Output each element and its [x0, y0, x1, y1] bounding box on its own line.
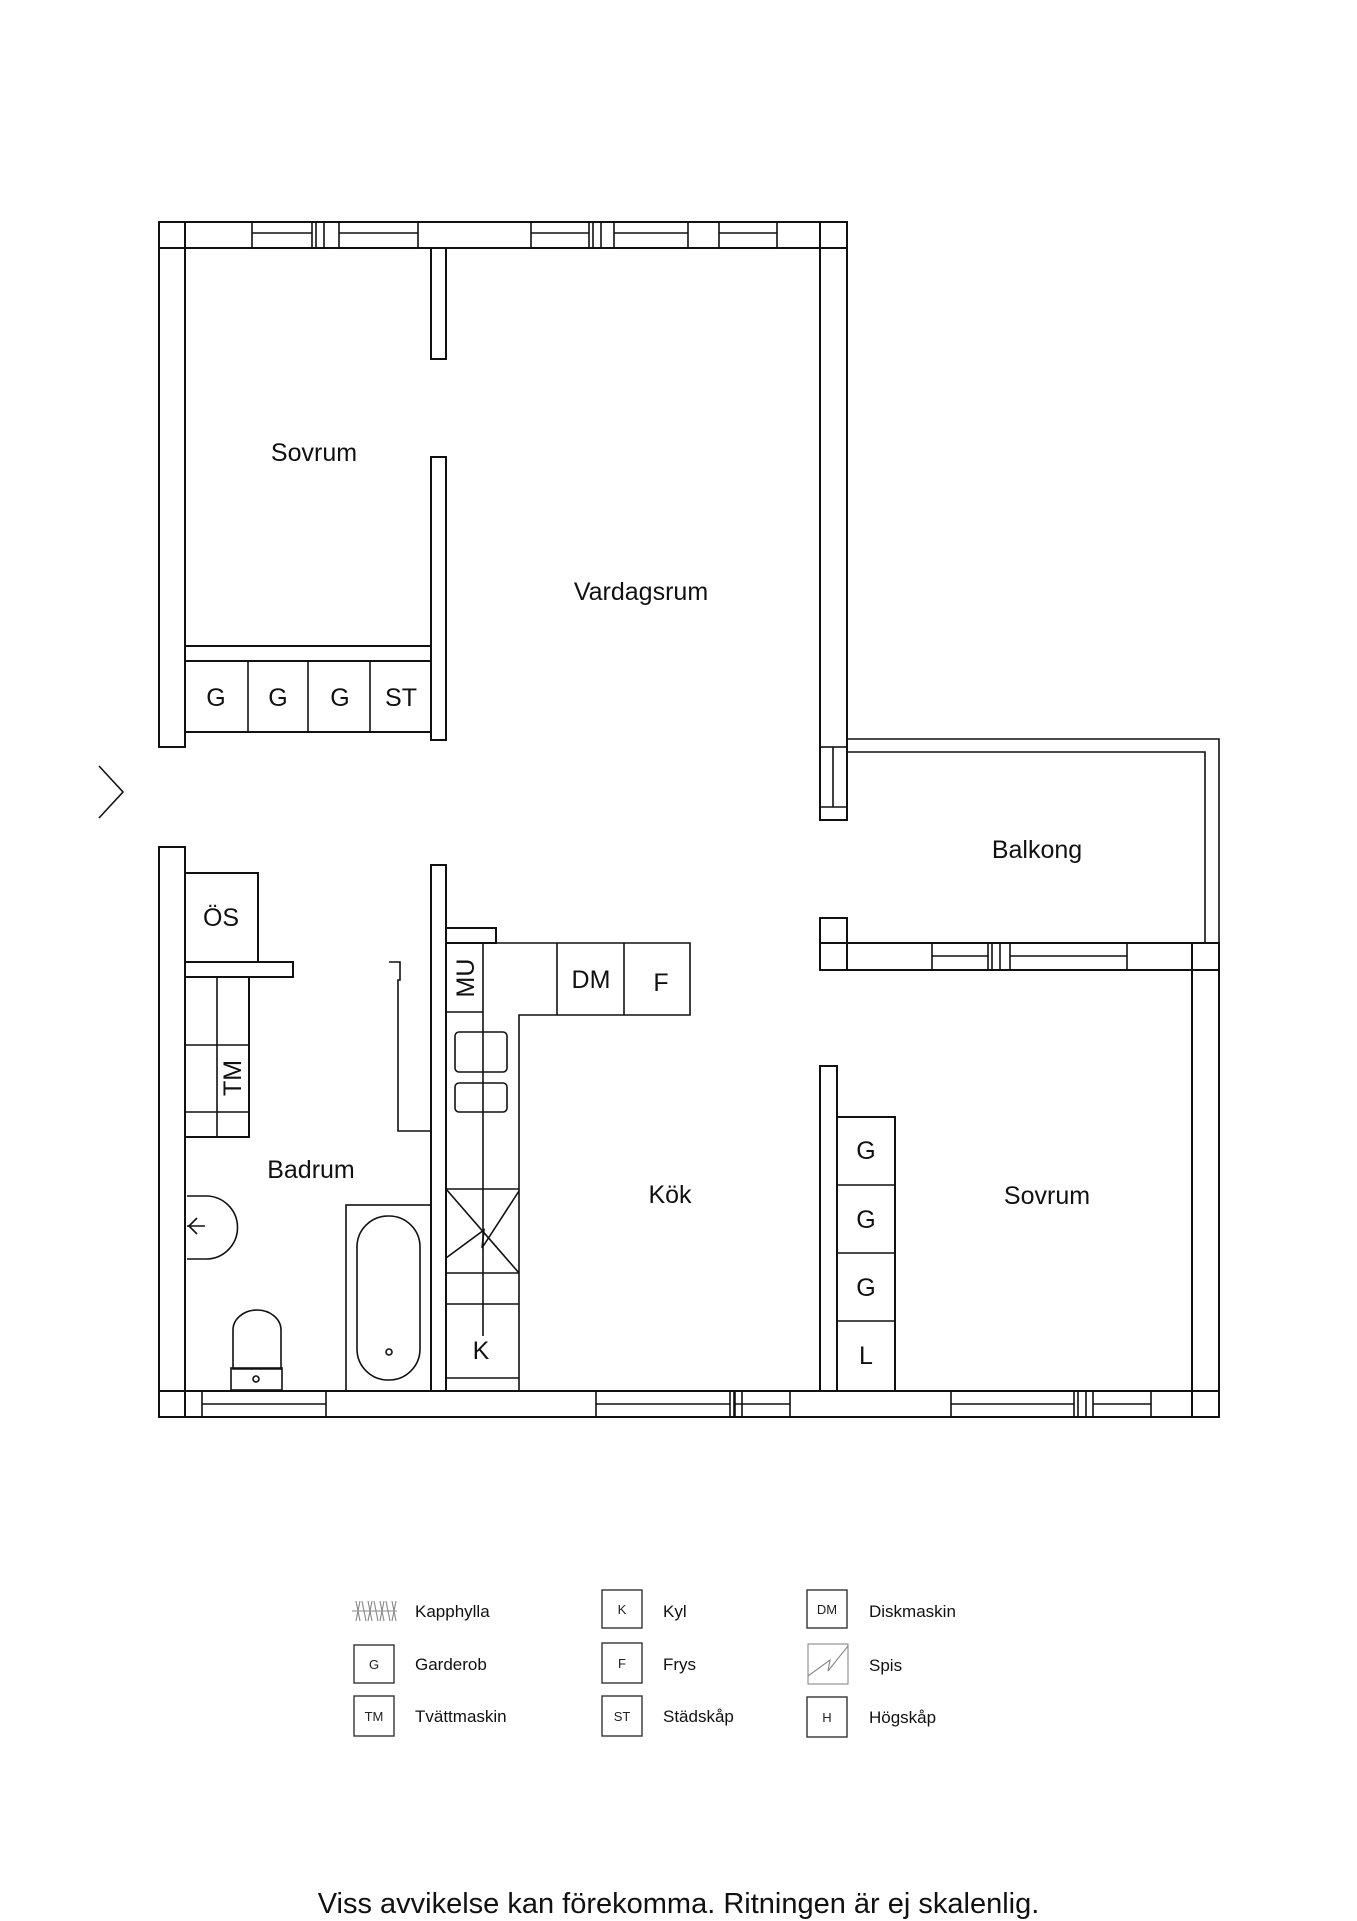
- legend-item: TM Tvättmaskin: [353, 1695, 507, 1737]
- windows: [201, 221, 1152, 1418]
- legend-code: DM: [817, 1602, 837, 1617]
- shower-drain-icon: [187, 1195, 239, 1260]
- legend-item: DM Diskmaskin: [806, 1589, 956, 1629]
- legend-code: K: [618, 1602, 627, 1617]
- legend-label: Tvättmaskin: [415, 1707, 507, 1726]
- bathtub-icon: [345, 1204, 432, 1392]
- cleaning-cabinet-icon: [601, 1695, 643, 1737]
- sink-icon: [454, 1031, 508, 1113]
- fixture-label-top-shelf: ÖS: [203, 904, 239, 932]
- legend-code: ST: [614, 1709, 631, 1724]
- legend-code: H: [822, 1710, 831, 1725]
- room-label-bedroom-1: Sovrum: [271, 439, 357, 467]
- fixture-label-wardrobe: G: [268, 684, 287, 712]
- legend-code: G: [369, 1657, 379, 1672]
- fixture-label-wardrobe: G: [856, 1137, 875, 1165]
- fridge-icon: [601, 1589, 643, 1629]
- freezer-icon: [601, 1642, 643, 1684]
- legend-label: Frys: [663, 1655, 696, 1674]
- fixture-label-dishwasher: DM: [572, 966, 611, 994]
- fixture-label-linen-closet: L: [859, 1342, 873, 1370]
- room-label-bedroom-2: Sovrum: [1004, 1182, 1090, 1210]
- legend-label: Diskmaskin: [869, 1602, 956, 1621]
- entrance-arrow-icon: [98, 765, 125, 819]
- legend: Kapphylla G Garderob TM Tvättmaskin K Ky…: [352, 1589, 956, 1738]
- legend-code: F: [618, 1656, 626, 1671]
- fixture-label-cleaning-cabinet: ST: [385, 684, 417, 712]
- fixture-label-wardrobe: G: [856, 1274, 875, 1302]
- legend-label: Högskåp: [869, 1708, 936, 1727]
- bathroom-fixtures: [187, 1195, 432, 1392]
- room-label-living-room: Vardagsrum: [574, 578, 708, 606]
- legend-item: Spis: [807, 1643, 902, 1685]
- washing-machine-icon: [353, 1695, 395, 1737]
- fixture-label-wardrobe: G: [330, 684, 349, 712]
- wardrobe-icon: [353, 1644, 395, 1684]
- fixture-label-washing-machine: TM: [219, 1060, 247, 1096]
- fixture-label-microwave: MU: [452, 959, 480, 998]
- legend-code: TM: [365, 1709, 384, 1724]
- coat-rack-icon: [352, 1600, 397, 1622]
- room-label-bathroom: Badrum: [267, 1156, 355, 1184]
- legend-item: Kapphylla: [352, 1600, 490, 1622]
- legend-label: Städskåp: [663, 1707, 734, 1726]
- stove-icon: [445, 1190, 520, 1259]
- fixture-label-wardrobe: G: [206, 684, 225, 712]
- dishwasher-icon: [806, 1589, 848, 1629]
- legend-label: Kapphylla: [415, 1602, 490, 1621]
- legend-label: Kyl: [663, 1602, 687, 1621]
- fixture-label-freezer: F: [653, 969, 668, 997]
- toilet-icon: [230, 1309, 283, 1391]
- outer-walls: [158, 221, 1220, 1418]
- fixture-label-fridge: K: [473, 1337, 490, 1365]
- room-label-balcony: Balkong: [992, 836, 1082, 864]
- legend-item: H Högskåp: [806, 1696, 936, 1738]
- stove-icon: [807, 1643, 849, 1685]
- kitchen-fixtures: [445, 1031, 520, 1274]
- legend-item: G Garderob: [353, 1644, 487, 1684]
- disclaimer-text: Viss avvikelse kan förekomma. Ritningen …: [317, 1888, 1040, 1920]
- tall-cabinet-icon: [806, 1696, 848, 1738]
- fixture-label-wardrobe: G: [856, 1206, 875, 1234]
- legend-item: K Kyl: [601, 1589, 687, 1629]
- room-label-kitchen: Kök: [648, 1181, 692, 1209]
- legend-item: ST Städskåp: [601, 1695, 734, 1737]
- legend-item: F Frys: [601, 1642, 696, 1684]
- legend-label: Spis: [869, 1656, 902, 1675]
- legend-label: Garderob: [415, 1655, 487, 1674]
- interior-walls: [184, 247, 896, 1392]
